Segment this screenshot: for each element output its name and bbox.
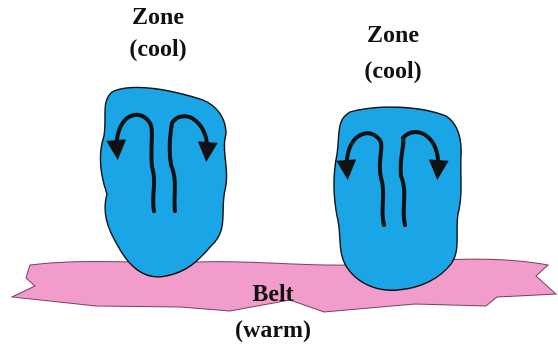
belt-sublabel: (warm) bbox=[235, 317, 311, 343]
left-zone bbox=[100, 87, 226, 277]
right-zone bbox=[334, 107, 461, 290]
left-zone-blob bbox=[100, 87, 226, 277]
left-zone-sublabel: (cool) bbox=[129, 36, 186, 62]
right-zone-blob bbox=[334, 107, 461, 290]
left-zone-label: Zone bbox=[132, 4, 184, 30]
belt-label: Belt bbox=[252, 281, 293, 307]
right-zone-sublabel: (cool) bbox=[364, 58, 421, 84]
right-zone-label: Zone bbox=[367, 22, 419, 48]
